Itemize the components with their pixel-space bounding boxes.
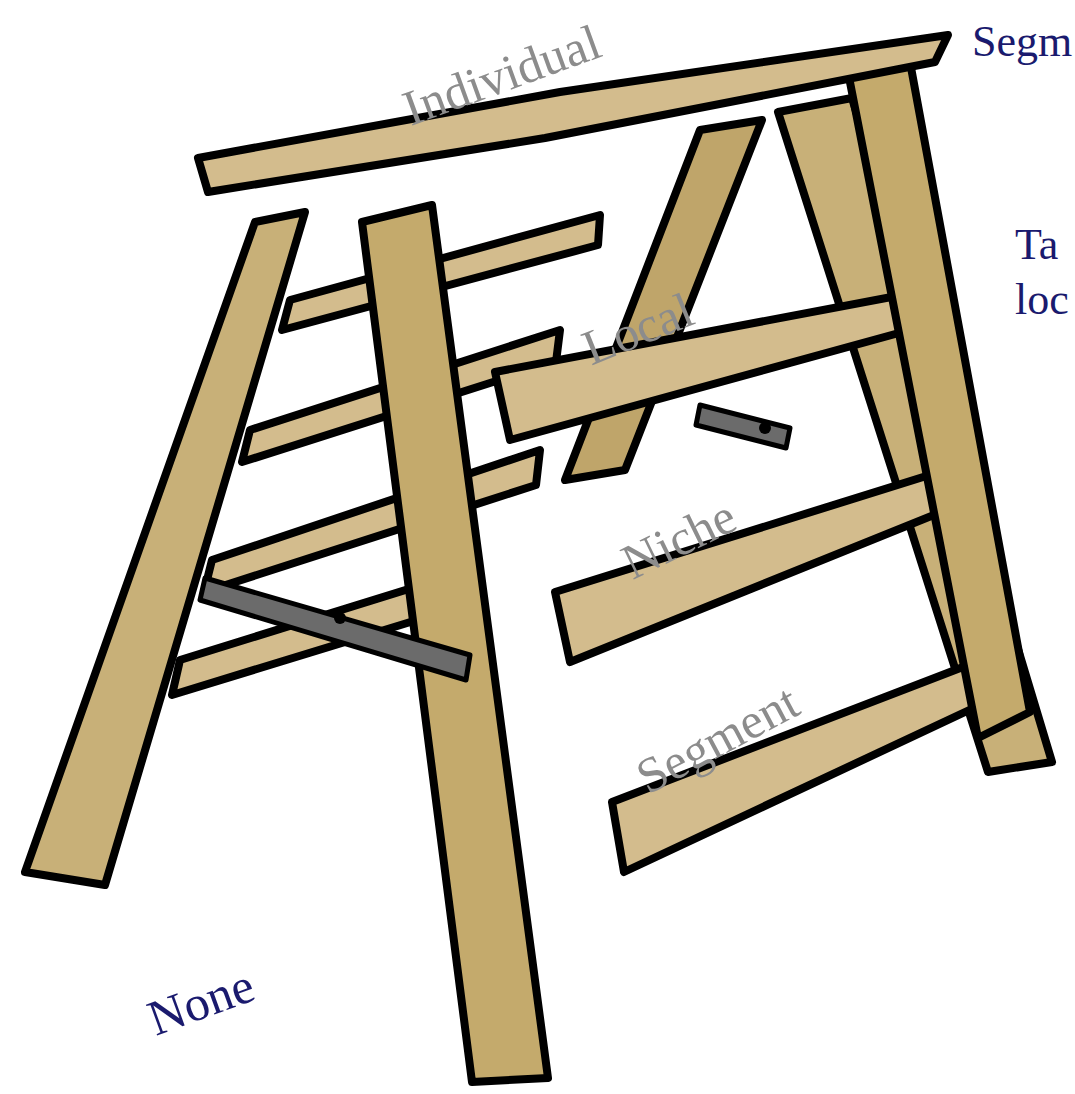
side-note: Segm (972, 20, 1072, 64)
side-note: Ta (1015, 223, 1058, 267)
base-label: None (141, 959, 260, 1043)
side-note: loc (1015, 278, 1069, 322)
